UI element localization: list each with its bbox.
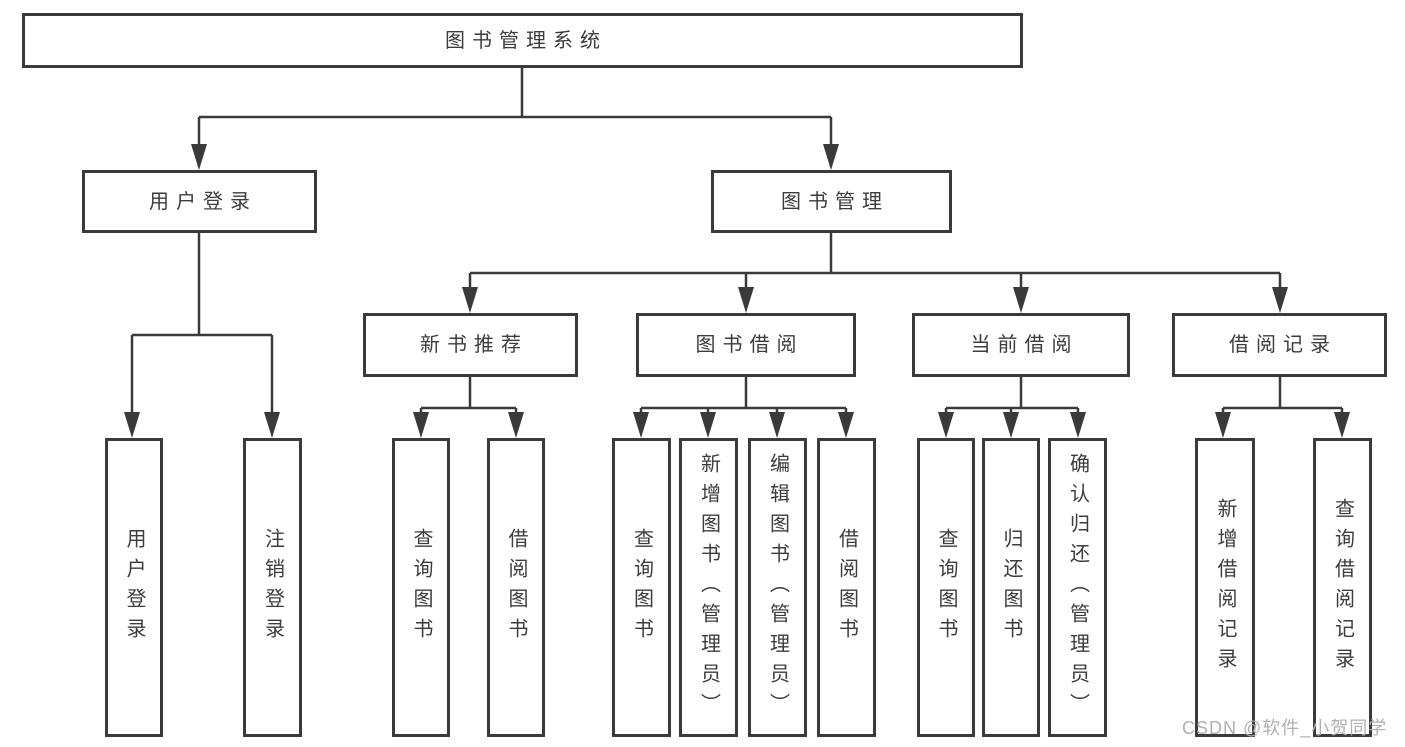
leaf-label: 注销登录 — [261, 527, 284, 648]
leaf-label: 借阅图书 — [505, 527, 527, 648]
node-label: 图书管理系统 — [445, 29, 607, 52]
node-library-management-system: 图书管理系统 — [22, 13, 1023, 68]
csdn-watermark: CSDN @软件_小贺同学 — [1182, 718, 1388, 738]
leaf-logout: 注销登录 — [243, 438, 302, 737]
node-user-login: 用户登录 — [82, 170, 317, 233]
leaf-add-borrow-record: 新增借阅记录 — [1195, 438, 1255, 737]
node-label: 借阅记录 — [1229, 334, 1337, 356]
leaf-edit-books-admin: 编辑图书（管理员） — [748, 438, 807, 737]
leaf-label: 借阅图书 — [835, 527, 858, 648]
leaf-borrow-books: 借阅图书 — [817, 438, 876, 737]
node-current-borrowing: 当前借阅 — [912, 313, 1130, 377]
leaf-label: 用户登录 — [123, 527, 145, 648]
leaf-return-books: 归还图书 — [982, 438, 1040, 737]
node-label: 图书借阅 — [695, 334, 804, 356]
node-new-book-recommend: 新书推荐 — [363, 313, 578, 377]
leaf-label: 新增借阅记录 — [1214, 497, 1236, 678]
leaf-borrow-books-recommend: 借阅图书 — [487, 438, 545, 737]
leaf-query-books-current: 查询图书 — [917, 438, 975, 737]
leaf-label: 确认归还（管理员） — [1066, 452, 1089, 723]
leaf-label: 新增图书（管理员） — [697, 452, 720, 723]
leaf-label: 查询图书 — [410, 527, 432, 648]
leaf-query-borrow-record: 查询借阅记录 — [1313, 438, 1372, 737]
node-label: 图书管理 — [781, 190, 889, 213]
node-label: 用户登录 — [149, 190, 257, 213]
node-label: 新书推荐 — [420, 334, 528, 356]
node-book-borrowing: 图书借阅 — [636, 313, 856, 377]
leaf-label: 查询图书 — [935, 527, 957, 648]
leaf-confirm-return-admin: 确认归还（管理员） — [1048, 438, 1107, 737]
leaf-label: 查询图书 — [630, 527, 653, 648]
leaf-query-books-recommend: 查询图书 — [392, 438, 450, 737]
leaf-label: 查询借阅记录 — [1331, 497, 1354, 678]
arrowheads — [124, 144, 1350, 438]
node-borrowing-records: 借阅记录 — [1172, 313, 1387, 377]
leaf-query-books-borrow: 查询图书 — [612, 438, 671, 737]
leaf-add-books-admin: 新增图书（管理员） — [679, 438, 738, 737]
node-book-management: 图书管理 — [711, 170, 952, 233]
leaf-label: 归还图书 — [1000, 527, 1022, 648]
leaf-label: 编辑图书（管理员） — [766, 452, 789, 723]
node-label: 当前借阅 — [970, 334, 1079, 356]
leaf-user-login: 用户登录 — [105, 438, 163, 737]
